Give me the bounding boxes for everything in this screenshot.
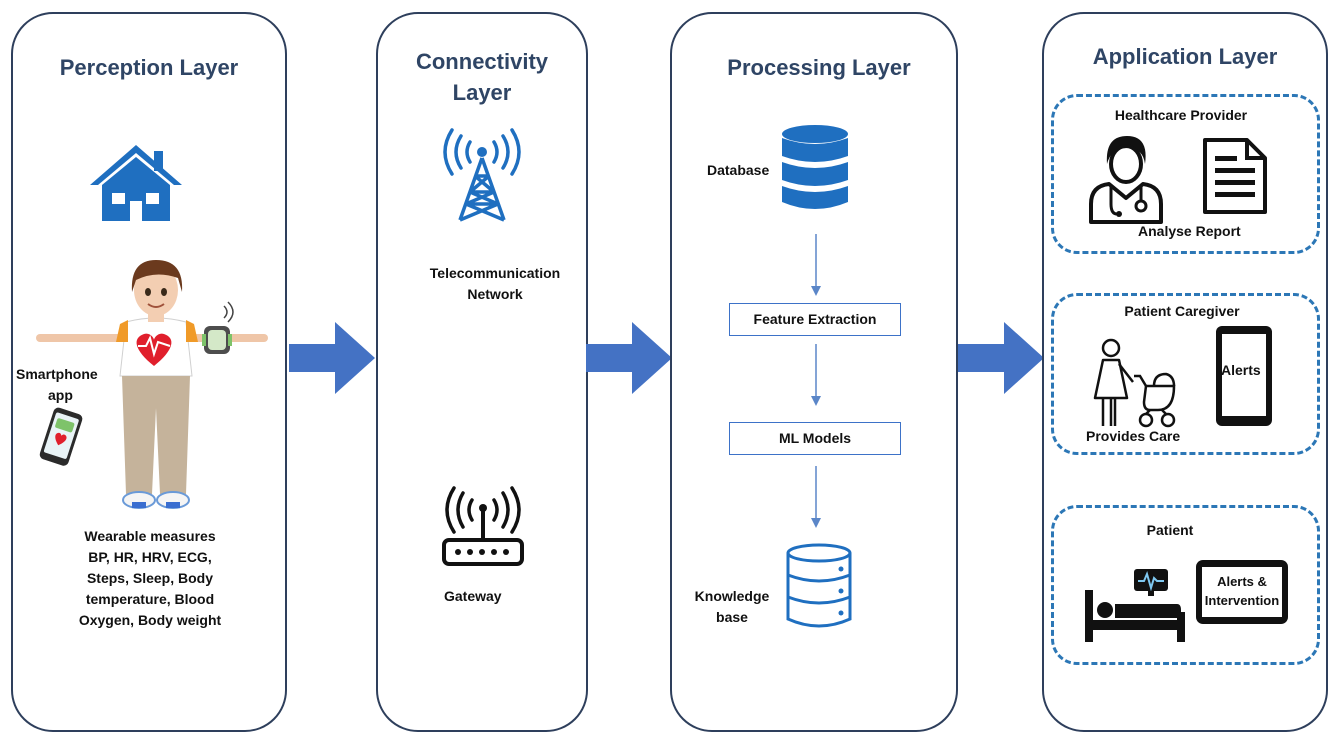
down-arrow-icon — [811, 344, 821, 406]
processing-layer-title: Processing Layer — [727, 55, 911, 80]
wearable-line: Steps, Sleep, Body — [86, 570, 214, 586]
report-icon — [1203, 138, 1267, 214]
stroller-icon — [1134, 372, 1176, 428]
alerts-intervention-label: Alerts & Intervention — [1204, 574, 1280, 608]
connectivity-layer-title: Connectivity Layer — [415, 49, 549, 105]
heart-monitor-icon — [1134, 569, 1168, 596]
knowledge-base-icon — [786, 543, 852, 628]
tablet-icon — [1196, 560, 1288, 624]
ml-models-box: ML Models — [729, 422, 901, 455]
wearable-line: Oxygen, Body weight — [78, 612, 222, 628]
feature-extraction-box: Feature Extraction — [729, 303, 901, 336]
healthcare-provider-title: Healthcare Provider — [1114, 107, 1248, 123]
alerts-label: Alerts — [1221, 362, 1261, 378]
wearable-line: Wearable measures — [84, 528, 216, 544]
knowledge-base-label: Knowledge base — [694, 588, 770, 625]
smartwatch-icon — [202, 301, 234, 354]
healthcare-provider-group — [1051, 94, 1320, 254]
perception-layer-title: Perception Layer — [59, 55, 239, 80]
mobile-phone-icon — [1216, 326, 1272, 426]
person-illustration — [36, 260, 268, 509]
patient-title: Patient — [1146, 522, 1194, 538]
down-arrow-icon — [811, 234, 821, 296]
smartphone-icon — [39, 407, 83, 466]
right-arrow-icon — [958, 322, 1044, 394]
wearable-line: BP, HR, HRV, ECG, — [88, 549, 212, 565]
wearable-line: temperature, Blood — [85, 591, 215, 607]
router-icon — [442, 486, 524, 566]
smartphone-label: Smartphone — [16, 366, 98, 382]
cell-tower-icon — [443, 128, 521, 222]
wearable-measures-text: Wearable measures BP, HR, HRV, ECG, Step… — [40, 526, 260, 631]
gateway-label: Gateway — [444, 588, 502, 604]
patient-caregiver-title: Patient Caregiver — [1124, 303, 1240, 319]
down-arrow-icon — [811, 466, 821, 528]
analyse-report-label: Analyse Report — [1138, 223, 1241, 239]
patient-group — [1051, 505, 1320, 665]
provides-care-label: Provides Care — [1086, 428, 1181, 444]
caregiver-icon — [1093, 338, 1134, 426]
house-icon — [90, 145, 182, 221]
patient-caregiver-group — [1051, 293, 1320, 455]
right-arrow-icon — [289, 322, 375, 394]
doctor-icon — [1089, 136, 1163, 224]
application-layer-title: Application Layer — [1092, 44, 1278, 69]
right-arrow-icon — [586, 322, 672, 394]
hospital-bed-icon — [1085, 590, 1185, 642]
database-label: Database — [707, 162, 770, 178]
connectivity-layer-panel: Connectivity Layer — [376, 12, 588, 732]
telecom-network-label: Telecommunication Network — [429, 265, 561, 302]
smartphone-label-app: app — [48, 387, 73, 403]
database-icon — [782, 125, 848, 209]
